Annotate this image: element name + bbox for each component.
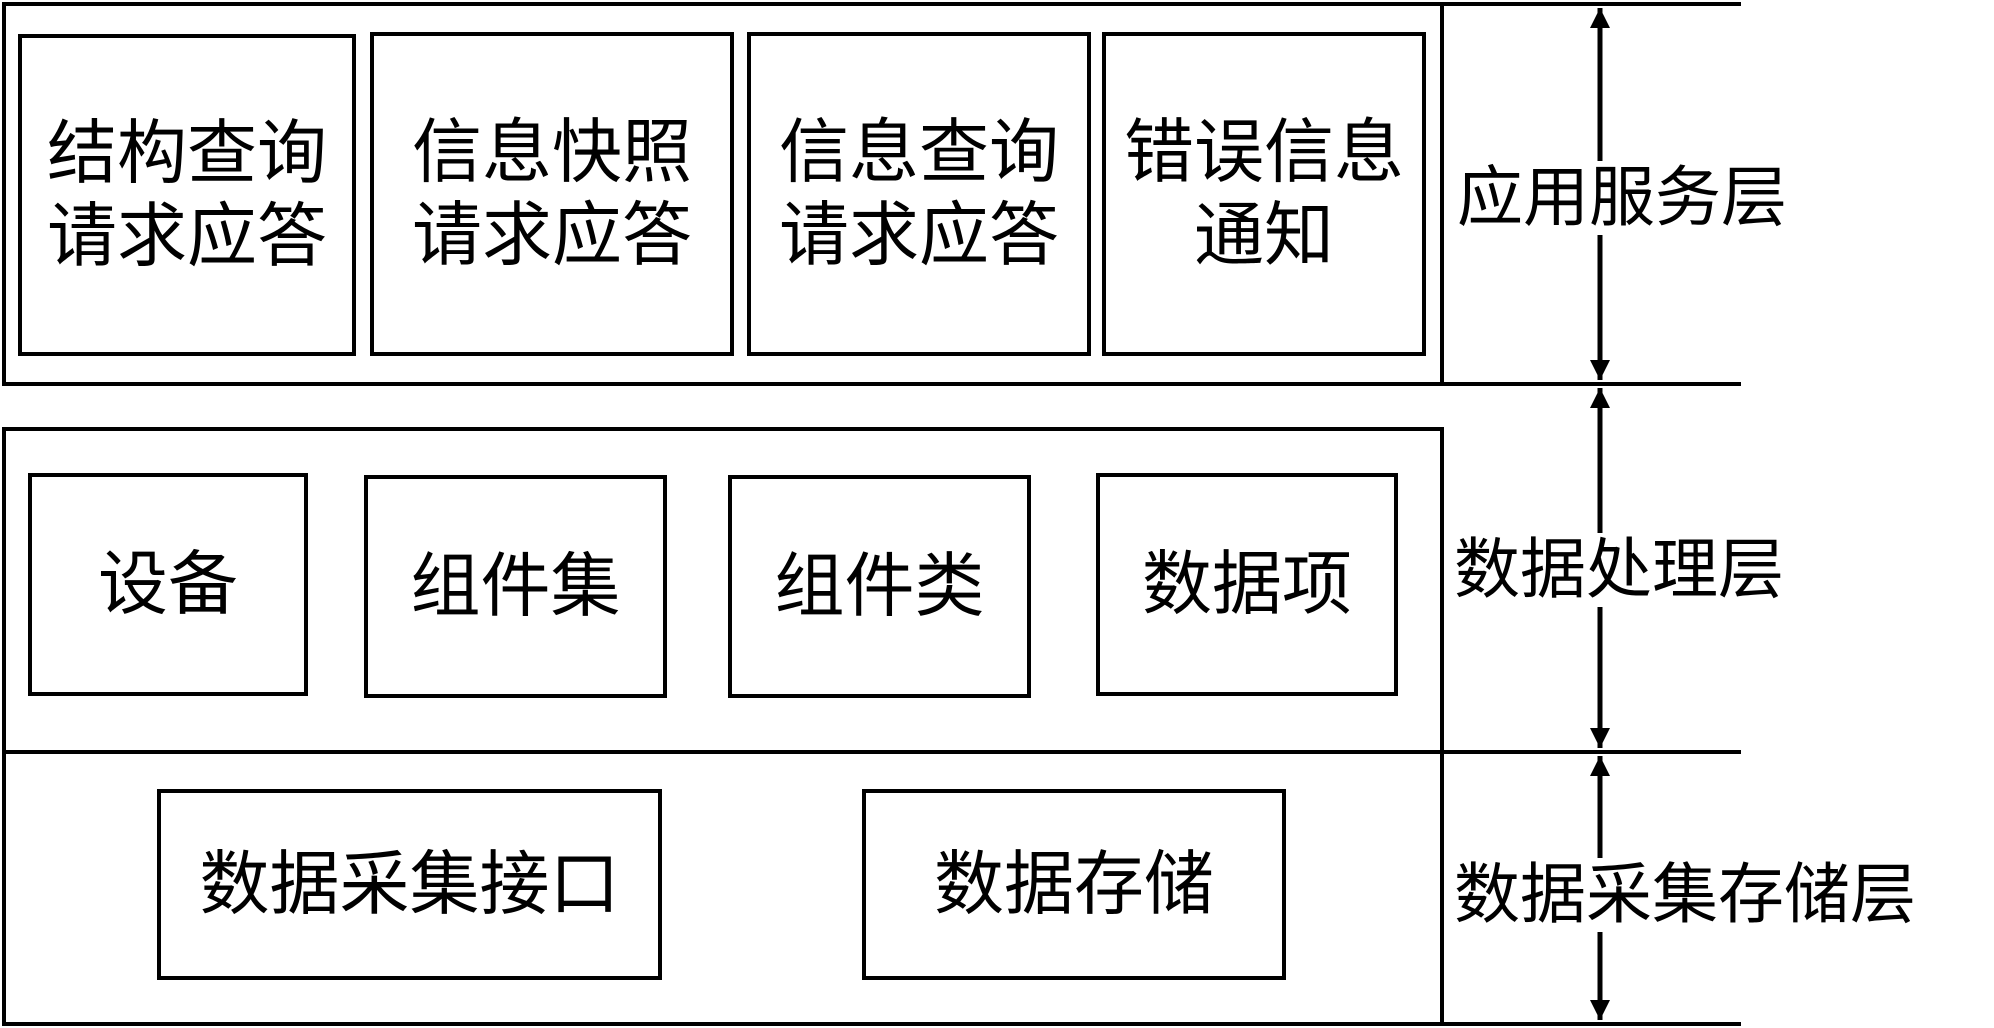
component-set-label: 组件集	[410, 545, 621, 628]
device-module: 设备	[28, 473, 308, 696]
bottom-boundary-line	[1444, 1022, 1741, 1026]
component-class-module: 组件类	[728, 475, 1031, 698]
top-boundary-line	[1444, 2, 1741, 6]
structure-query-module: 结构查询 请求应答	[18, 34, 356, 356]
info-query-module: 信息查询 请求应答	[747, 32, 1091, 356]
processing-layer-label: 数据处理层	[1452, 531, 1786, 608]
snapshot-label: 信息快照 请求应答	[412, 111, 692, 276]
data-storage-module: 数据存储	[862, 789, 1286, 980]
application-layer-label: 应用服务层	[1455, 159, 1789, 236]
lower-layers-frame	[2, 427, 1444, 1026]
error-notify-module: 错误信息 通知	[1102, 32, 1426, 356]
application-processing-boundary-line	[1444, 382, 1741, 386]
snapshot-module: 信息快照 请求应答	[370, 32, 734, 356]
component-class-label: 组件类	[774, 545, 985, 628]
structure-query-label: 结构查询 请求应答	[47, 112, 327, 277]
collection-interface-label: 数据采集接口	[199, 843, 620, 926]
component-set-module: 组件集	[364, 475, 667, 698]
data-item-module: 数据项	[1096, 473, 1398, 696]
error-notify-label: 错误信息 通知	[1124, 111, 1404, 276]
device-label: 设备	[98, 543, 238, 626]
processing-storage-boundary-line	[1444, 750, 1741, 754]
application-layer-frame	[2, 2, 1444, 386]
storage-layer-label: 数据采集存储层	[1452, 856, 1918, 933]
processing-storage-divider	[2, 750, 1444, 754]
collection-interface-module: 数据采集接口	[157, 789, 662, 980]
data-storage-label: 数据存储	[934, 843, 1214, 926]
data-item-label: 数据项	[1142, 543, 1352, 626]
info-query-label: 信息查询 请求应答	[779, 111, 1059, 276]
